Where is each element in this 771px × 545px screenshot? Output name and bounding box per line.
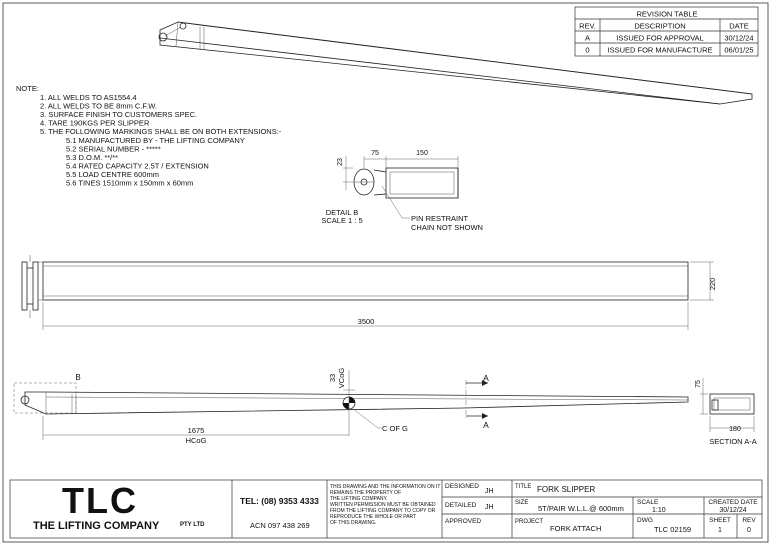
designed-label: DESIGNED: [445, 483, 479, 490]
dwg-number: TLC 02159: [654, 525, 691, 534]
title-label: TITLE: [515, 484, 531, 490]
note-sub-item: 5.4 RATED CAPACITY 2.5T / EXTENSION: [66, 162, 209, 171]
section-aa-dim-75: 75: [695, 380, 702, 388]
project-value: FORK ATTACH: [550, 524, 601, 533]
vcog-value: 33: [328, 374, 337, 382]
hcog-value: 1675: [188, 426, 205, 435]
vcog-label: VCoG: [337, 368, 346, 389]
scale-value: 1:10: [652, 507, 666, 514]
note-item: 2. ALL WELDS TO BE 8mm C.F.W.: [40, 102, 157, 111]
note-item: 5. THE FOLLOWING MARKINGS SHALL BE ON BO…: [40, 127, 282, 136]
note-sub-item: 5.1 MANUFACTURED BY - THE LIFTING COMPAN…: [66, 136, 245, 145]
size-label: SIZE: [515, 500, 528, 506]
company-name: THE LIFTING COMPANY: [33, 520, 160, 532]
detail-b-view: 75 150 23 DETAIL B SCALE 1 : 5 PIN RESTR…: [321, 150, 483, 232]
detail-b-marker: B: [75, 373, 80, 382]
revision-row-description: ISSUED FOR APPROVAL: [616, 34, 703, 43]
revision-table-title: REVISION TABLE: [637, 10, 698, 19]
side-view: B A A 33 VCoG 1675 HCoG C OF G: [13, 368, 689, 445]
note-sub-item: 5.3 D.O.M. **/**: [66, 153, 118, 162]
rev-value: 0: [747, 527, 751, 534]
size-value: 5T/PAIR W.L.L.@ 600mm: [538, 504, 624, 513]
disclaimer-line: WRITTEN PERMISSION MUST BE OBTAINED: [330, 502, 436, 508]
pin-restraint-callout: PIN RESTRAINT: [411, 214, 469, 223]
revision-row-date: 30/12/24: [724, 34, 753, 43]
drawing-title: FORK SLIPPER: [537, 485, 595, 494]
note-item: 4. TARE 190KGS PER SLIPPER: [40, 119, 150, 128]
note-sub-item: 5.6 TINES 1510mm x 150mm x 60mm: [66, 179, 193, 188]
disclaimer-line: OF THIS DRAWING.: [330, 520, 376, 526]
revision-table: REVISION TABLE REV. DESCRIPTION DATE A I…: [574, 6, 759, 57]
plan-view: 3500 220: [21, 255, 717, 330]
disclaimer-line: REPRODUCE THE WHOLE OR PART: [330, 514, 416, 520]
revision-row-date: 06/01/25: [724, 46, 753, 55]
sheet-value: 1: [718, 527, 722, 534]
revision-header-description: DESCRIPTION: [634, 22, 685, 31]
revision-row-rev: 0: [585, 46, 589, 55]
dwg-label: DWG: [637, 517, 653, 524]
notes-block: NOTE: 1. ALL WELDS TO AS1554.4 2. ALL WE…: [16, 84, 282, 188]
sheet-label: SHEET: [709, 517, 731, 524]
created-date-label: CREATED DATE: [708, 499, 758, 506]
detail-b-title: DETAIL B: [326, 208, 359, 217]
disclaimer-line: THIS DRAWING AND THE INFORMATION ON IT: [330, 484, 440, 490]
note-item: 3. SURFACE FINISH TO CUSTOMERS SPEC.: [40, 110, 197, 119]
detail-b-dim-75: 75: [371, 150, 379, 157]
scale-label: SCALE: [637, 499, 659, 506]
section-aa-dim-180: 180: [729, 426, 741, 433]
company-logo: TLC: [62, 480, 138, 521]
revision-row-description: ISSUED FOR MANUFACTURE: [607, 46, 712, 55]
section-aa-view: 75 180 SECTION A-A: [695, 378, 757, 446]
company-suffix: PTY LTD: [180, 522, 205, 528]
title-block: TLC THE LIFTING COMPANY PTY LTD TEL: (08…: [9, 479, 763, 539]
project-label: PROJECT: [515, 519, 543, 525]
disclaimer-line: REMAINS THE PROPERTY OF: [330, 490, 401, 496]
plan-width-dim: 220: [708, 278, 717, 291]
cog-callout: C OF G: [382, 424, 408, 433]
hcog-label: HCoG: [186, 436, 207, 445]
disclaimer-line: FROM THE LIFTING COMPANY TO COPY OR: [330, 508, 436, 514]
detail-b-dim-23: 23: [337, 158, 344, 166]
section-marker-a-bottom: A: [483, 420, 489, 430]
revision-header-date: DATE: [729, 22, 748, 31]
disclaimer-line: THE LIFTING COMPANY.: [330, 496, 388, 502]
section-marker-a-top: A: [483, 373, 489, 383]
note-sub-item: 5.2 SERIAL NUMBER - *****: [66, 145, 161, 154]
rev-label: REV: [742, 517, 756, 524]
revision-header-rev: REV.: [579, 22, 596, 31]
pin-restraint-callout-line2: CHAIN NOT SHOWN: [411, 223, 483, 232]
company-phone: TEL: (08) 9353 4333: [240, 496, 319, 506]
revision-row-rev: A: [585, 34, 590, 43]
detailed-label: DETAILED: [445, 502, 477, 509]
plan-length-dim: 3500: [358, 317, 375, 326]
notes-heading: NOTE:: [16, 84, 39, 93]
disclaimer: THIS DRAWING AND THE INFORMATION ON IT R…: [330, 484, 440, 526]
detailed-value: JH: [485, 504, 494, 511]
designed-value: JH: [485, 488, 494, 495]
approved-label: APPROVED: [445, 518, 481, 525]
note-item: 1. ALL WELDS TO AS1554.4: [40, 93, 137, 102]
company-acn: ACN 097 438 269: [250, 521, 310, 530]
note-sub-item: 5.5 LOAD CENTRE 600mm: [66, 170, 159, 179]
detail-b-dim-150: 150: [416, 150, 428, 157]
isometric-view: [158, 21, 753, 105]
detail-b-scale: SCALE 1 : 5: [321, 216, 362, 225]
section-aa-title: SECTION A-A: [709, 437, 757, 446]
created-date-value: 30/12/24: [719, 507, 746, 514]
